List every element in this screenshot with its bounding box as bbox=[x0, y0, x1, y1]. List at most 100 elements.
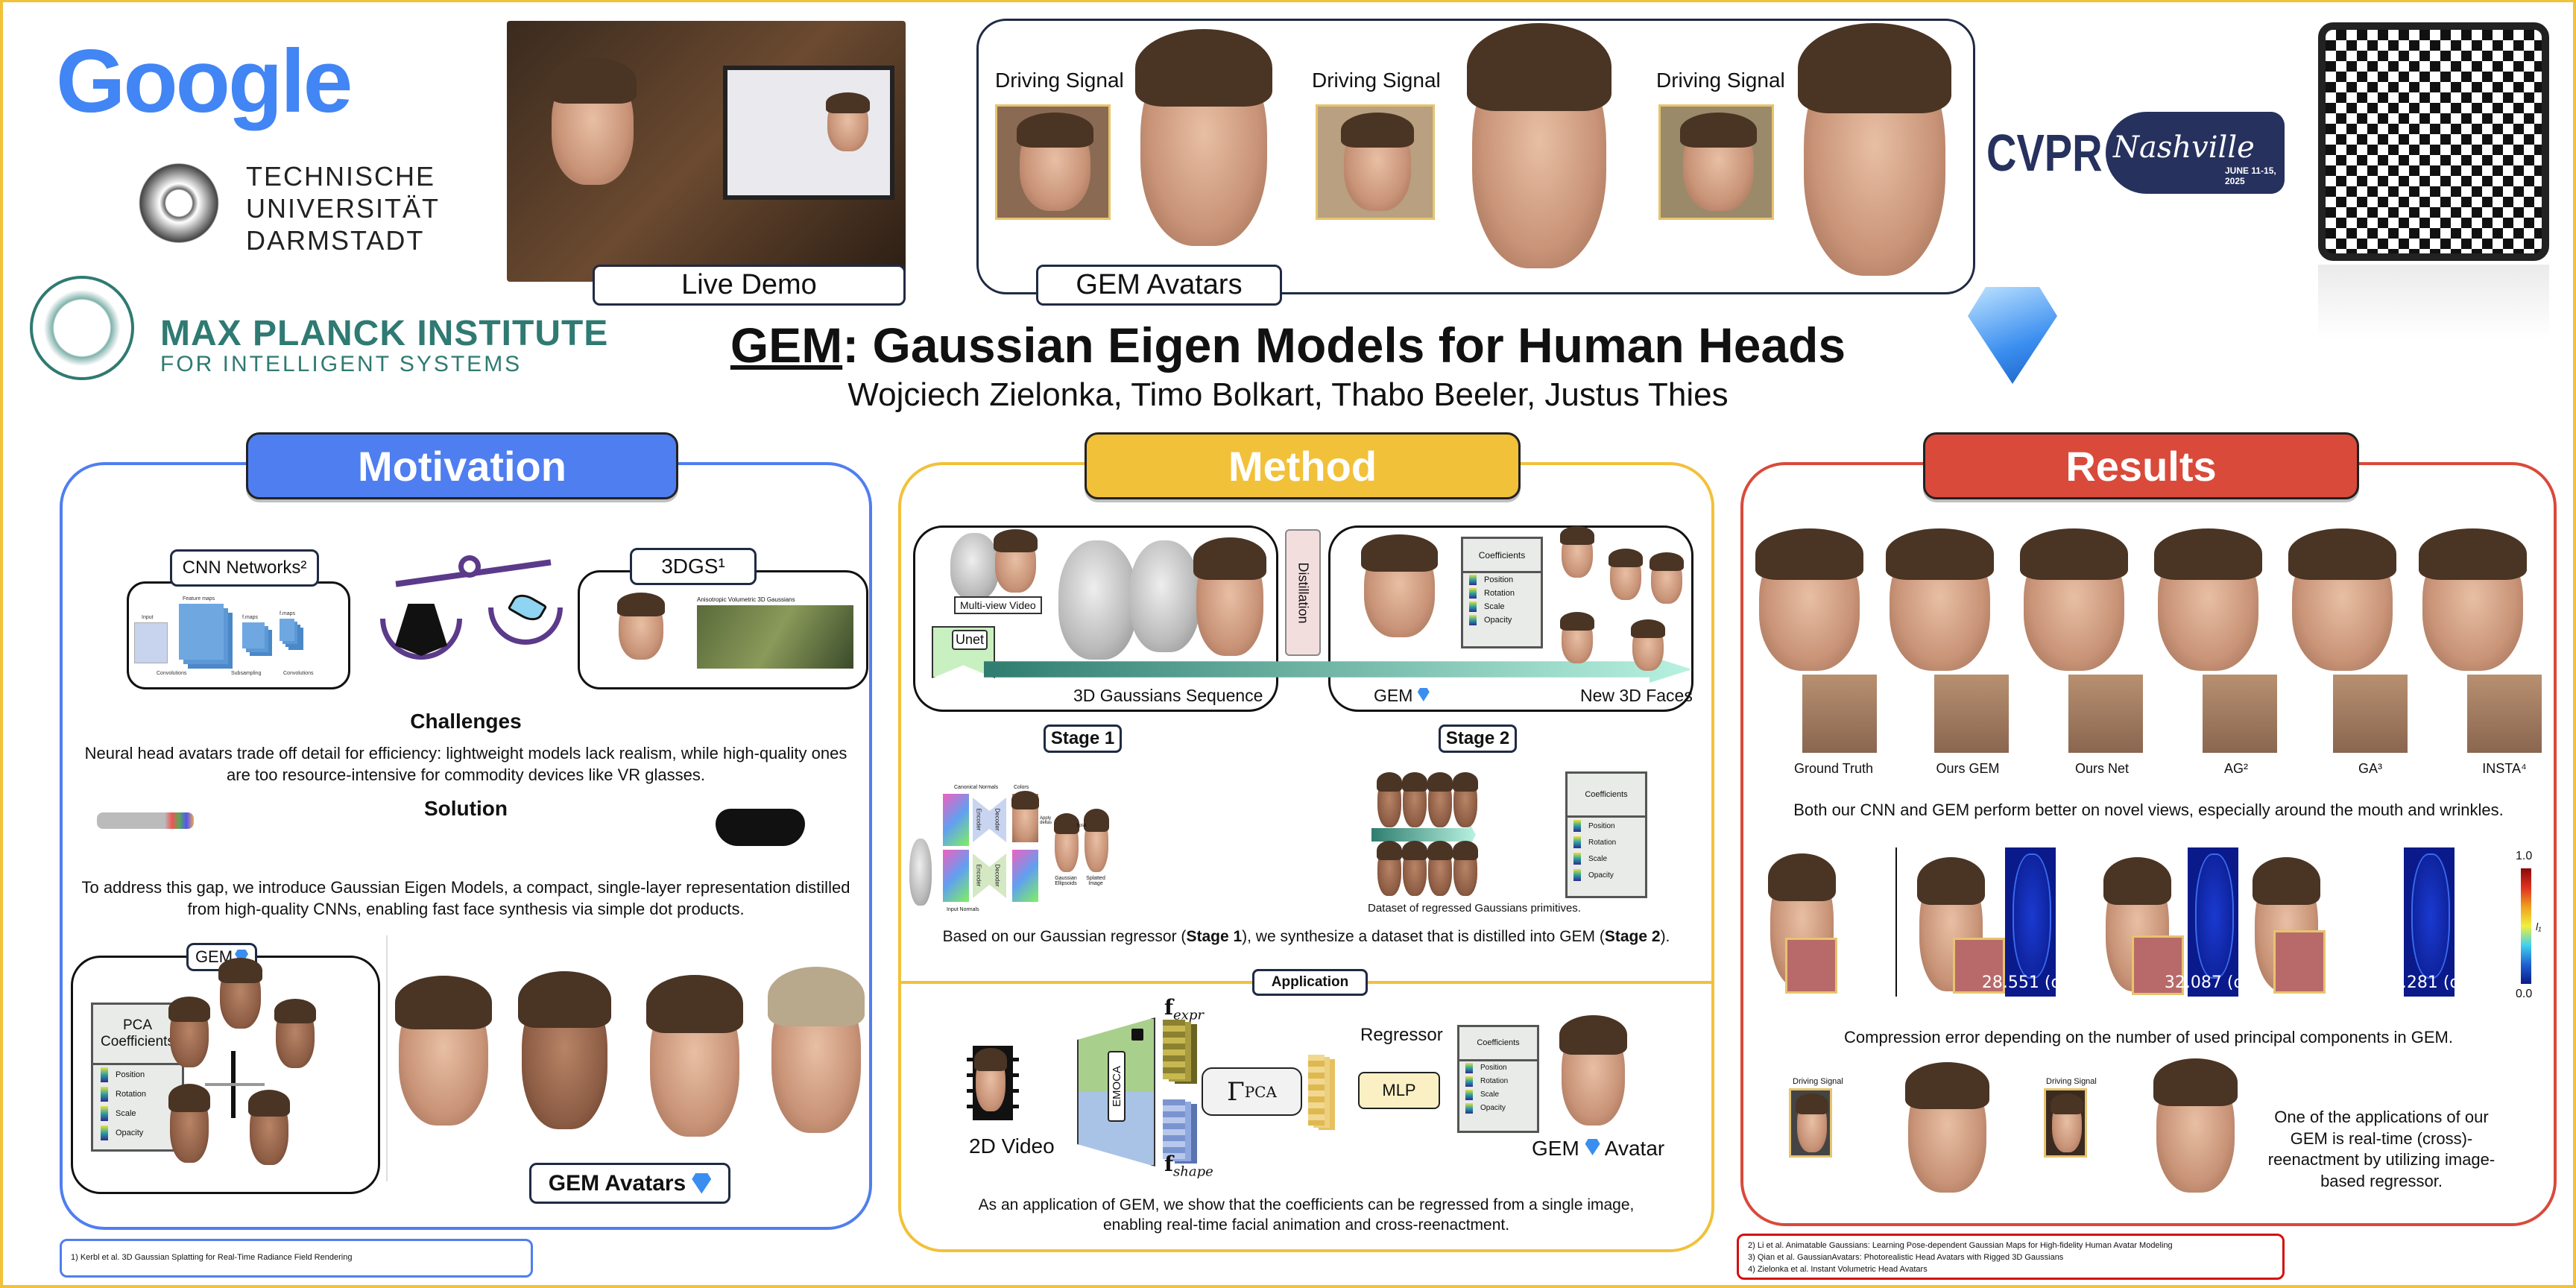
face bbox=[1680, 112, 1757, 211]
coef-label: Position bbox=[1588, 821, 1615, 830]
fmaps bbox=[242, 622, 265, 648]
motivation-footnote: 1) Kerbl et al. 3D Gaussian Splatting fo… bbox=[60, 1239, 533, 1278]
error-map: 32.281 (dB) bbox=[2381, 847, 2478, 997]
coef-label: Rotation bbox=[1480, 1077, 1509, 1086]
method-label: AG² bbox=[2223, 761, 2248, 776]
cvpr-dates: JUNE 11-15, 2025 bbox=[2225, 165, 2276, 186]
stage1-part-label: Gaussian Ellipsoids bbox=[1055, 876, 1077, 886]
gaussian-head bbox=[1058, 540, 1137, 660]
dataset-caption: Dataset of regressed Gaussians primitive… bbox=[1368, 902, 1581, 915]
result-face bbox=[2418, 528, 2528, 671]
splatted-image bbox=[1083, 809, 1110, 872]
coef-row: Rotation bbox=[1463, 587, 1541, 600]
driving-signal-photo bbox=[1658, 104, 1774, 220]
cable-icon bbox=[97, 812, 194, 829]
swatch bbox=[101, 1067, 108, 1083]
delta-map bbox=[1012, 850, 1038, 902]
vr-headset-icon bbox=[716, 809, 805, 846]
caption-part: ), we synthesize a dataset that is disti… bbox=[1242, 928, 1605, 945]
colorbar-label: l₁ bbox=[2536, 921, 2542, 932]
gem-face bbox=[247, 1090, 291, 1165]
color-map bbox=[1011, 791, 1040, 842]
normal-map bbox=[943, 850, 969, 902]
decoder-label: Decoder bbox=[994, 808, 1001, 831]
stage1-diagram: Encoder Decoder Encoder Decoder Canonica… bbox=[902, 771, 1111, 921]
result-face bbox=[2019, 528, 2129, 671]
coef-label: Opacity bbox=[1480, 1104, 1506, 1113]
reenact-face bbox=[2153, 1058, 2238, 1193]
results-caption-1: Both our CNN and GEM perform better on n… bbox=[1793, 801, 2504, 819]
coef-row: Opacity bbox=[1463, 613, 1541, 627]
method-label: Ground Truth bbox=[1793, 761, 1874, 776]
3dgs-scene bbox=[697, 605, 853, 669]
user-head bbox=[548, 58, 637, 185]
driving-signal-label: Driving Signal bbox=[2046, 1077, 2097, 1086]
gem-head bbox=[1361, 534, 1438, 637]
avatar-text: Avatar bbox=[1604, 1137, 1665, 1160]
tud-name: TECHNISCHE UNIVERSITÄT DARMSTADT bbox=[246, 160, 440, 257]
challenges-text: Neural head avatars trade off detail for… bbox=[84, 744, 847, 784]
f-symbol: f bbox=[1164, 1152, 1174, 1176]
cnn-diagram: Input Feature maps f.maps f.maps Convolu… bbox=[134, 596, 343, 682]
diamond-icon bbox=[1417, 688, 1430, 701]
mpi-logo: MAX PLANCK INSTITUTE FOR INTELLIGENT SYS… bbox=[30, 276, 611, 380]
cnn-input bbox=[134, 622, 168, 663]
dataset-grid bbox=[1371, 771, 1506, 902]
results-footnotes: 2) Li et al. Animatable Gaussians: Learn… bbox=[1737, 1234, 2285, 1280]
cvpr-logo: CVPR Nashville JUNE 11-15, 2025 bbox=[1986, 112, 2292, 194]
result-face bbox=[1755, 528, 1864, 671]
method-label: INSTA⁴ bbox=[2482, 761, 2527, 776]
gaussian-head bbox=[1193, 537, 1266, 656]
coef-row: Rotation bbox=[1568, 834, 1645, 850]
face bbox=[1017, 112, 1093, 211]
coef-label: Scale bbox=[1480, 1090, 1500, 1099]
coef-label: Opacity bbox=[1588, 871, 1614, 880]
zoom-crop bbox=[2333, 675, 2408, 753]
avatars-label-text: GEM Avatars bbox=[548, 1170, 686, 1196]
app-avatar-face bbox=[1559, 1014, 1628, 1126]
gamma-subscript: PCA bbox=[1244, 1082, 1277, 1101]
gem-avatars-label: GEM Avatars bbox=[1036, 265, 1282, 306]
live-demo-label: Live Demo bbox=[593, 265, 906, 306]
driving-signal-photo bbox=[1789, 1088, 1832, 1158]
cnn-part-label: f.maps bbox=[242, 615, 259, 620]
avatar-face bbox=[1466, 23, 1612, 268]
motivation-header: Motivation bbox=[246, 432, 678, 499]
diamond-icon bbox=[1585, 1139, 1600, 1155]
coefficients-title: Coefficients bbox=[1463, 539, 1541, 574]
dataset-face bbox=[1401, 840, 1428, 896]
regressor-label: Regressor bbox=[1360, 1025, 1443, 1045]
pca-title: PCA Coefficients bbox=[93, 1005, 182, 1066]
gem-avatar-label: GEM Avatar bbox=[1532, 1137, 1664, 1161]
shape-features bbox=[1163, 1099, 1185, 1159]
coef-label: Rotation bbox=[1588, 838, 1617, 847]
avatar-face bbox=[646, 974, 743, 1137]
tud-line: TECHNISCHE bbox=[246, 161, 436, 192]
reenactment-text: One of the applications of our GEM is re… bbox=[2267, 1108, 2496, 1190]
authors: Wojciech Zielonka, Timo Bolkart, Thabo B… bbox=[847, 376, 1729, 413]
pca-features bbox=[1308, 1055, 1325, 1126]
gem-text: GEM bbox=[1532, 1137, 1579, 1160]
coef-row: Position bbox=[93, 1065, 182, 1085]
emoca-label: EMOCA bbox=[1110, 1065, 1123, 1108]
coef-label: Opacity bbox=[1484, 616, 1512, 625]
driving-signal-label: Driving Signal bbox=[1793, 1077, 1843, 1086]
coef-row: Position bbox=[1568, 818, 1645, 834]
gamma-symbol: Γ bbox=[1227, 1076, 1245, 1107]
swatch bbox=[1465, 1102, 1473, 1114]
swatch bbox=[1573, 853, 1581, 865]
mouth-crop bbox=[2273, 930, 2326, 994]
gaussian-ellipsoids bbox=[1053, 812, 1080, 872]
gaussian-head bbox=[1129, 540, 1200, 652]
application-caption: As an application of GEM, we show that t… bbox=[978, 1196, 1635, 1234]
coefficients-title: Coefficients bbox=[1459, 1027, 1537, 1061]
multiview-head bbox=[993, 529, 1038, 593]
coef-row: Scale bbox=[1463, 600, 1541, 613]
live-demo-photo bbox=[507, 21, 906, 282]
video-label: 2D Video bbox=[969, 1134, 1055, 1158]
poster-title: GEM: Gaussian Eigen Models for Human Hea… bbox=[0, 317, 2576, 373]
f-subscript: shape bbox=[1173, 1164, 1213, 1180]
decoder-label: Decoder bbox=[994, 864, 1001, 887]
